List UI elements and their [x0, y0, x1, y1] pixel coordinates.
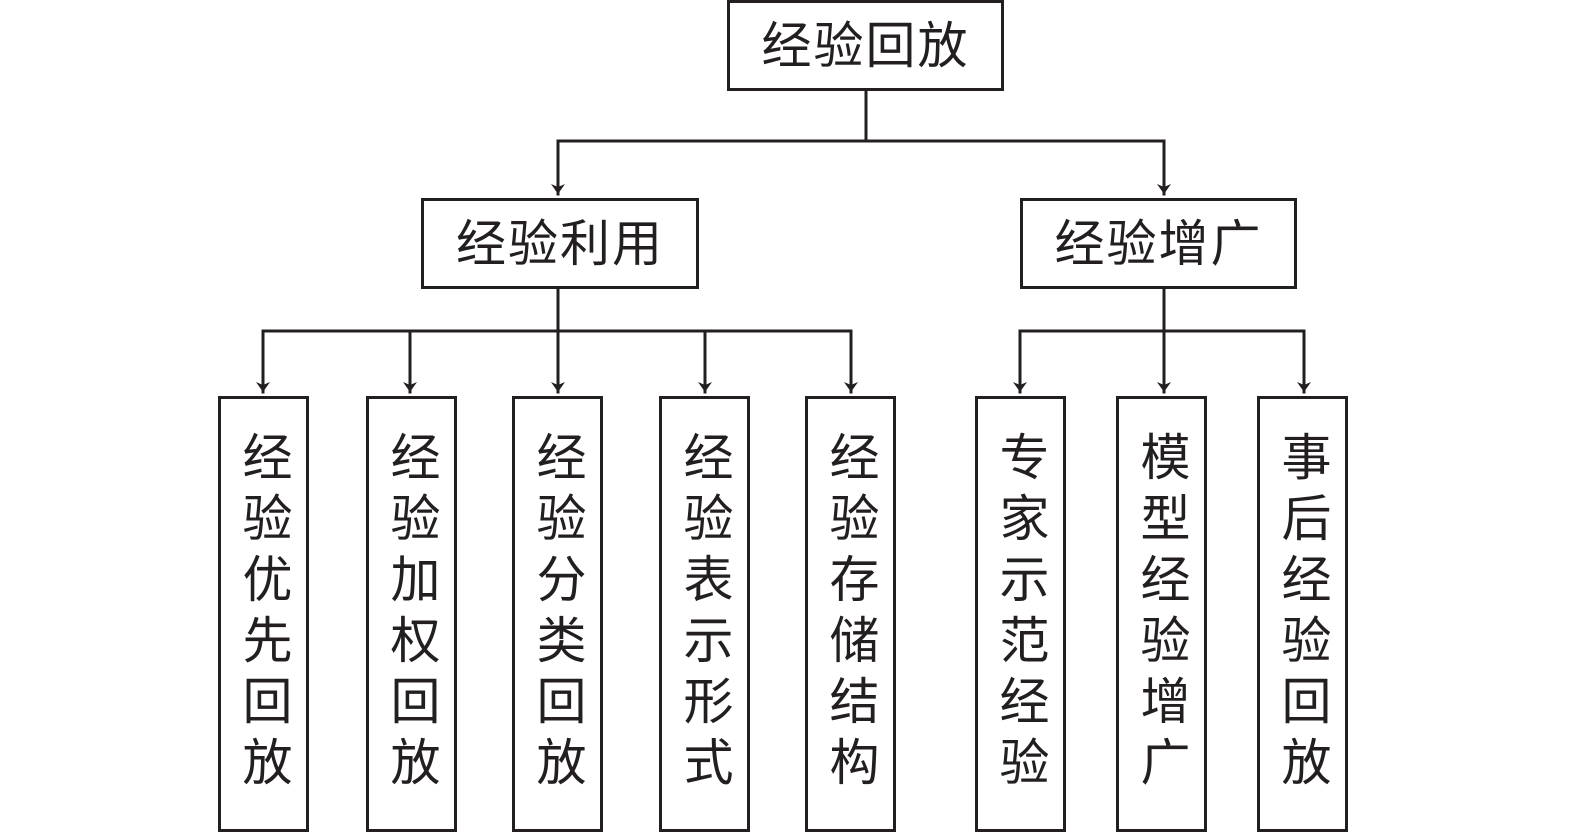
- leaf-node-label: 经验优先回放: [234, 431, 293, 797]
- leaf-node-weighted-replay: 经验加权回放: [366, 396, 457, 832]
- leaf-node-label: 经验表示形式: [675, 431, 734, 797]
- branch-node-label: 经验利用: [456, 214, 664, 273]
- leaf-node-label: 模型经验增广: [1132, 431, 1191, 797]
- leaf-node-label: 经验加权回放: [382, 431, 441, 797]
- leaf-node-storage-structure: 经验存储结构: [805, 396, 896, 832]
- leaf-node-prioritized-replay: 经验优先回放: [218, 396, 309, 832]
- leaf-node-expert-demonstration: 专家示范经验: [975, 396, 1066, 832]
- leaf-node-label: 事后经验回放: [1273, 431, 1332, 797]
- root-node: 经验回放: [727, 0, 1004, 91]
- leaf-node-label: 专家示范经验: [991, 431, 1050, 797]
- root-node-label: 经验回放: [761, 16, 970, 75]
- leaf-node-classified-replay: 经验分类回放: [512, 396, 603, 832]
- branch-node-experience-utilization: 经验利用: [421, 198, 699, 289]
- leaf-node-representation-form: 经验表示形式: [659, 396, 750, 832]
- leaf-node-label: 经验分类回放: [528, 431, 587, 797]
- branch-node-experience-augmentation: 经验增广: [1020, 198, 1297, 289]
- branch-node-label: 经验增广: [1054, 214, 1263, 273]
- leaf-node-hindsight-replay: 事后经验回放: [1257, 396, 1348, 832]
- leaf-node-label: 经验存储结构: [821, 431, 880, 797]
- leaf-node-model-augmentation: 模型经验增广: [1116, 396, 1207, 832]
